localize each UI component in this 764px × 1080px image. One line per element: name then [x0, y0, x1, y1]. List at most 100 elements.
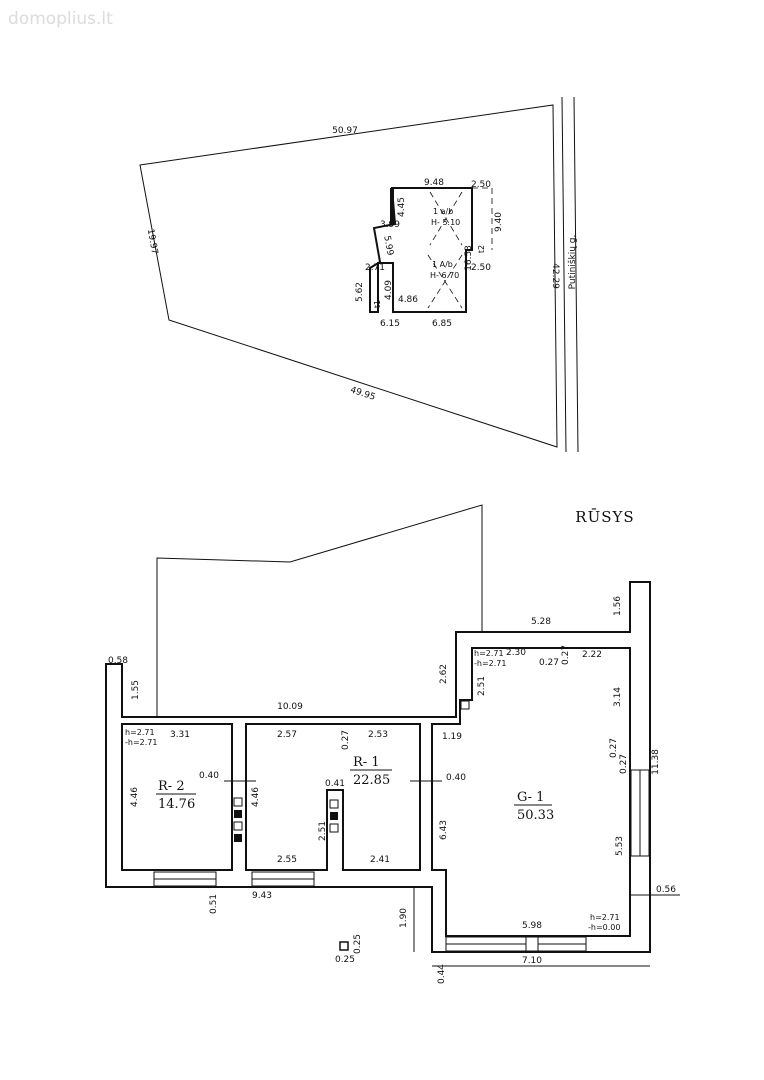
pillar-g1-bottom	[525, 936, 539, 952]
fdim-255: 2.55	[277, 855, 297, 865]
fdim-190: 1.90	[399, 908, 409, 928]
fdim-044: 0.44	[437, 964, 447, 984]
bdim-599: 5.99	[381, 235, 394, 257]
bdim-562: 5.62	[355, 282, 365, 302]
r1-wall	[245, 723, 421, 871]
fdim-027d: 0.27	[619, 754, 629, 774]
room-g1-name: G- 1	[517, 790, 544, 805]
fdim-156: 1.56	[613, 596, 623, 616]
bdim-685: 6.85	[432, 319, 452, 329]
fdim-251b: 2.51	[318, 821, 328, 841]
bdim-250b: 2.50	[471, 263, 491, 273]
fdim-314: 3.14	[613, 687, 623, 707]
building-dash-2	[429, 191, 463, 246]
fdim-528: 5.28	[531, 617, 551, 627]
plot-boundary	[139, 104, 558, 448]
inner-wall	[121, 723, 233, 871]
room-r2-name: R- 2	[158, 779, 185, 794]
fdim-257: 2.57	[277, 730, 297, 740]
t1-label: t1	[373, 300, 382, 308]
street-name: Putiniškių g.	[567, 235, 578, 290]
chimney-1	[233, 797, 243, 807]
fdim-598: 5.98	[522, 921, 542, 931]
plot-dim-top: 50.97	[332, 126, 358, 136]
block-1a-line1: 1 a/b	[433, 207, 453, 216]
building-dash-4	[427, 254, 463, 309]
external-post	[339, 941, 349, 951]
fdim-251a: 2.51	[477, 676, 487, 696]
building-outline	[369, 187, 473, 313]
fdim-331: 3.31	[170, 730, 190, 740]
bdim-250a: 2.50	[471, 180, 491, 190]
fdim-051: 0.51	[209, 894, 219, 914]
block-1a-line2: H- 5.10	[431, 218, 460, 227]
watermark-text: domoplius.lt	[8, 9, 113, 29]
fdim-027a: 0.27	[539, 658, 559, 668]
site-plan: Putiniškių g. 50.97 19.97 49.95 42.29 1 …	[139, 96, 579, 453]
chimney-7	[329, 823, 339, 833]
fdim-230: 2.30	[506, 648, 526, 658]
fdim-262: 2.62	[439, 664, 449, 684]
chimney-4	[234, 834, 242, 842]
fdim-241: 2.41	[370, 855, 390, 865]
floor-title: RŪSYS	[575, 508, 634, 526]
fdim-943: 9.43	[252, 891, 272, 901]
r2-height-minus: -h=2.71	[125, 738, 157, 747]
fdim-643: 6.43	[439, 820, 449, 840]
bdim-615: 6.15	[380, 319, 400, 329]
bdim-940: 9.40	[494, 212, 504, 232]
bdim-1653: 16.53	[464, 245, 474, 271]
r2-height: h=2.71	[125, 728, 155, 737]
g1-top-height-minus: -h=2.71	[474, 659, 506, 668]
bdim-271: 2.71	[365, 263, 385, 273]
g1-bottom-height: h=2.71	[590, 913, 620, 922]
fdim-553: 5.53	[615, 836, 625, 856]
small-square	[460, 700, 470, 710]
fdim-155: 1.55	[131, 680, 141, 700]
plot-dim-right: 42.29	[550, 263, 560, 289]
fdim-027e: 0.27	[341, 730, 351, 750]
bdim-445: 4.45	[397, 197, 407, 217]
fdim-056: 0.56	[656, 885, 676, 895]
chimney-3	[233, 821, 243, 831]
plot-dim-bottom: 49.95	[349, 385, 377, 402]
floor-plan: RŪSYS R- 2 14.76 R- 1 22.85	[105, 504, 680, 984]
g1-wall	[431, 647, 631, 937]
street-line-2	[573, 96, 579, 453]
g1-bottom-height-minus: -h=0.00	[588, 923, 620, 932]
chimney-5	[329, 799, 339, 809]
t2-label: t2	[477, 245, 486, 253]
fdim-025a: 0.25	[335, 955, 355, 965]
fdim-040a: 0.40	[199, 771, 219, 781]
fdim-253: 2.53	[368, 730, 388, 740]
block-1A-line1: 1 A/b	[432, 260, 453, 269]
room-r2-area: 14.76	[158, 797, 195, 812]
block-1A-line2: H- 6.70	[430, 271, 459, 280]
fdim-1138: 11.38	[651, 749, 661, 775]
room-r1-area: 22.85	[353, 773, 390, 788]
room-g1-area: 50.33	[517, 808, 554, 823]
fdim-027c: 0.27	[609, 738, 619, 758]
upper-outline	[156, 504, 483, 717]
chimney-2	[234, 810, 242, 818]
fdim-710: 7.10	[522, 956, 542, 966]
fdim-446a: 4.46	[130, 787, 140, 807]
fdim-119: 1.19	[442, 732, 462, 742]
fdim-446b: 4.46	[251, 787, 261, 807]
fdim-058: 0.58	[108, 656, 128, 666]
g1-top-height: h=2.71	[474, 649, 504, 658]
room-r1-name: R- 1	[353, 755, 380, 770]
bdim-948: 9.48	[424, 178, 444, 188]
bdim-409: 4.09	[384, 280, 394, 300]
fdim-025b: 0.25	[353, 934, 363, 954]
outer-wall	[105, 581, 651, 953]
bdim-399: 3.99	[380, 220, 400, 230]
fdim-222: 2.22	[582, 650, 602, 660]
plot-dim-left: 19.97	[145, 228, 159, 255]
street-line-1	[561, 96, 567, 453]
fdim-041: 0.41	[325, 779, 345, 789]
bdim-486: 4.86	[398, 295, 418, 305]
fdim-1009: 10.09	[277, 702, 303, 712]
fdim-040b: 0.40	[446, 773, 466, 783]
